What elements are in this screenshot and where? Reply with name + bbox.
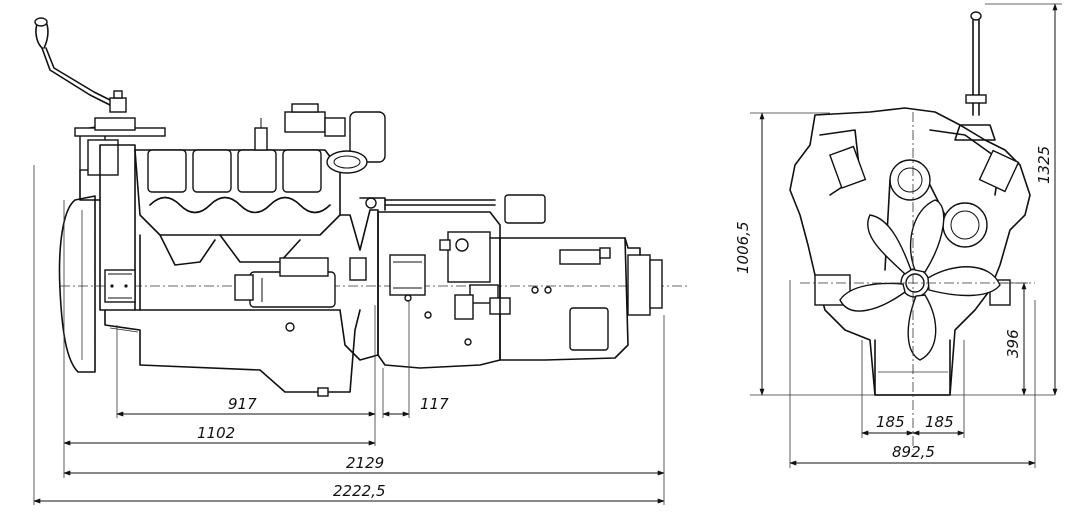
- dim-917: 917: [228, 395, 257, 413]
- dim-1006-5: 1006,5: [734, 222, 752, 275]
- dim-1325: 1325: [1035, 146, 1053, 184]
- cylinder-block: [134, 149, 341, 311]
- side-view: 917 117 1102 2129 2222,5: [33, 17, 690, 505]
- side-view-dimensions: 917 117 1102 2129 2222,5: [33, 165, 665, 505]
- dim-185-left: 185: [876, 413, 905, 431]
- gearbox-rear-section: [489, 237, 663, 361]
- dim-117: 117: [420, 395, 449, 413]
- gear-shift-lever: [34, 17, 127, 113]
- dim-2222-5: 2222,5: [333, 482, 386, 500]
- flywheel-housing: [58, 129, 119, 373]
- gear-lever-front: [954, 11, 996, 141]
- dim-396: 396: [1004, 329, 1022, 358]
- front-view: 1006,5 1325 396 185 185 892,5: [734, 3, 1062, 468]
- clutch-housing: [339, 197, 386, 361]
- dim-1102: 1102: [197, 424, 235, 442]
- dim-892-5: 892,5: [892, 443, 935, 461]
- gearbox-housing: [377, 211, 501, 369]
- dim-185-right: 185: [925, 413, 954, 431]
- engine-front-body: [789, 107, 1031, 396]
- starter-motor: [234, 257, 336, 308]
- valve-block: [384, 194, 546, 320]
- oil-pan: [104, 309, 361, 397]
- front-view-dimensions: 1006,5 1325 396 185 185 892,5: [734, 3, 1062, 468]
- top-accessories: [254, 103, 386, 174]
- dim-2129: 2129: [346, 454, 384, 472]
